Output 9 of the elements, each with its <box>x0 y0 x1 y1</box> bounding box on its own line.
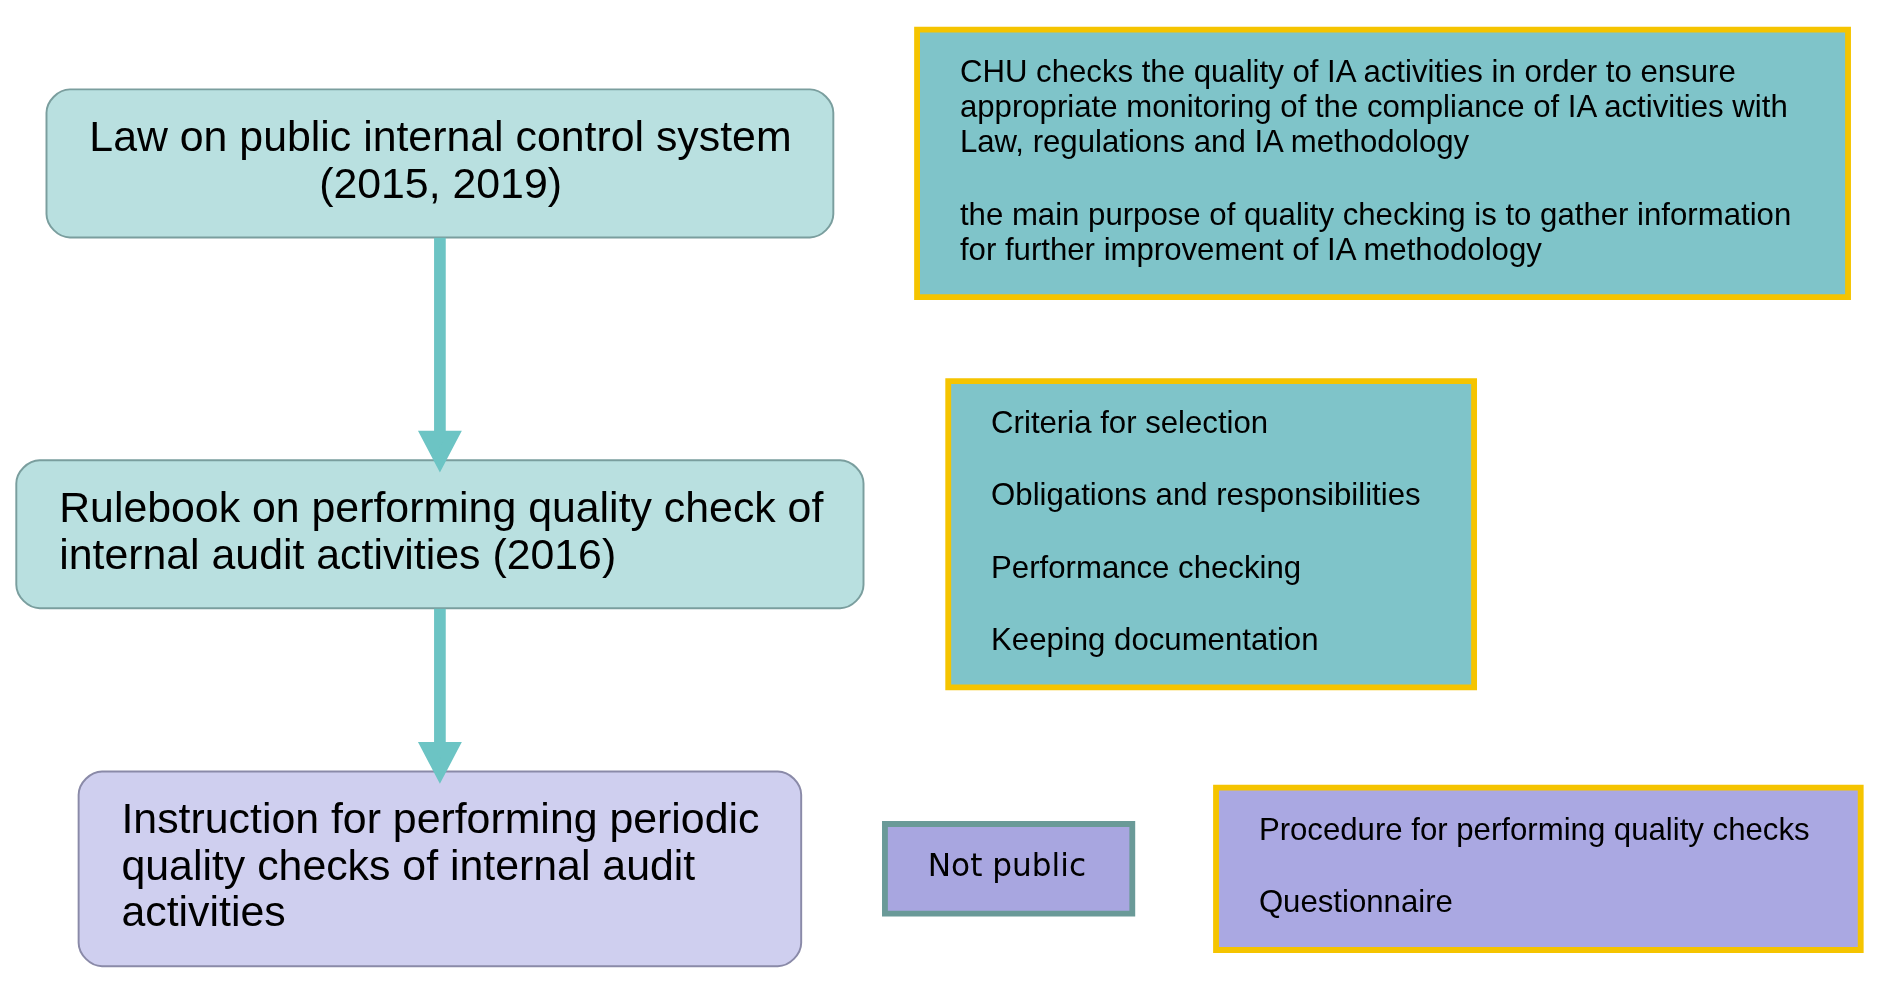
node-box: Procedure for performing quality checks Questionnaire <box>1213 784 1864 953</box>
node-box: Rulebook on performing quality check of internal audit activities (2016) <box>15 458 865 609</box>
node-box: Not public <box>882 820 1136 917</box>
node-box: Criteria for selection Obligations and responsibilities Performance checking Keeping documentation <box>945 377 1477 690</box>
arrow <box>417 237 462 472</box>
node-box: Law on public internal control system (2015, 2019) <box>45 87 835 238</box>
node-box: CHU checks the quality of IA activities in order to ensure appropriate monitoring of the compliance of IA activities with Law, regulations and IA methodology the main purpose of quality checking is to gather information for further improvement of IA methodology <box>914 26 1851 300</box>
node-box: Instruction for performing periodic quality checks of internal audit activities <box>77 769 803 967</box>
arrow <box>417 608 462 784</box>
